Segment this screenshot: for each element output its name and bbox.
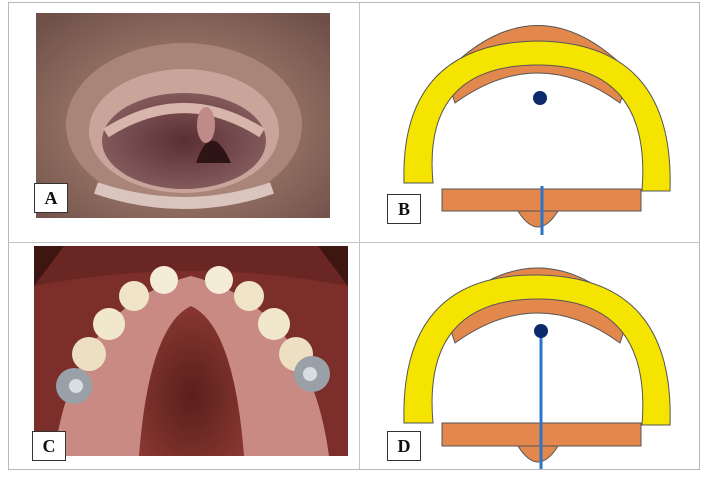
panel-c: C bbox=[9, 243, 359, 469]
panel-d: D bbox=[360, 243, 699, 469]
palatal-dot bbox=[533, 91, 547, 105]
figure-frame: A B bbox=[8, 2, 700, 470]
panel-label-c: C bbox=[32, 431, 66, 461]
panel-b: B bbox=[360, 3, 699, 242]
panel-label-b: B bbox=[387, 194, 421, 224]
dental-arch bbox=[404, 275, 670, 425]
uvula-bump bbox=[518, 446, 558, 462]
cleft-palate-photo bbox=[34, 246, 348, 456]
panel-a: A bbox=[9, 3, 359, 242]
palatal-dot bbox=[534, 324, 548, 338]
throat-photo bbox=[36, 13, 330, 218]
panel-label-d: D bbox=[387, 431, 421, 461]
panel-label-a: A bbox=[34, 183, 68, 213]
uvula-bump bbox=[518, 211, 558, 227]
dental-arch bbox=[404, 41, 670, 191]
